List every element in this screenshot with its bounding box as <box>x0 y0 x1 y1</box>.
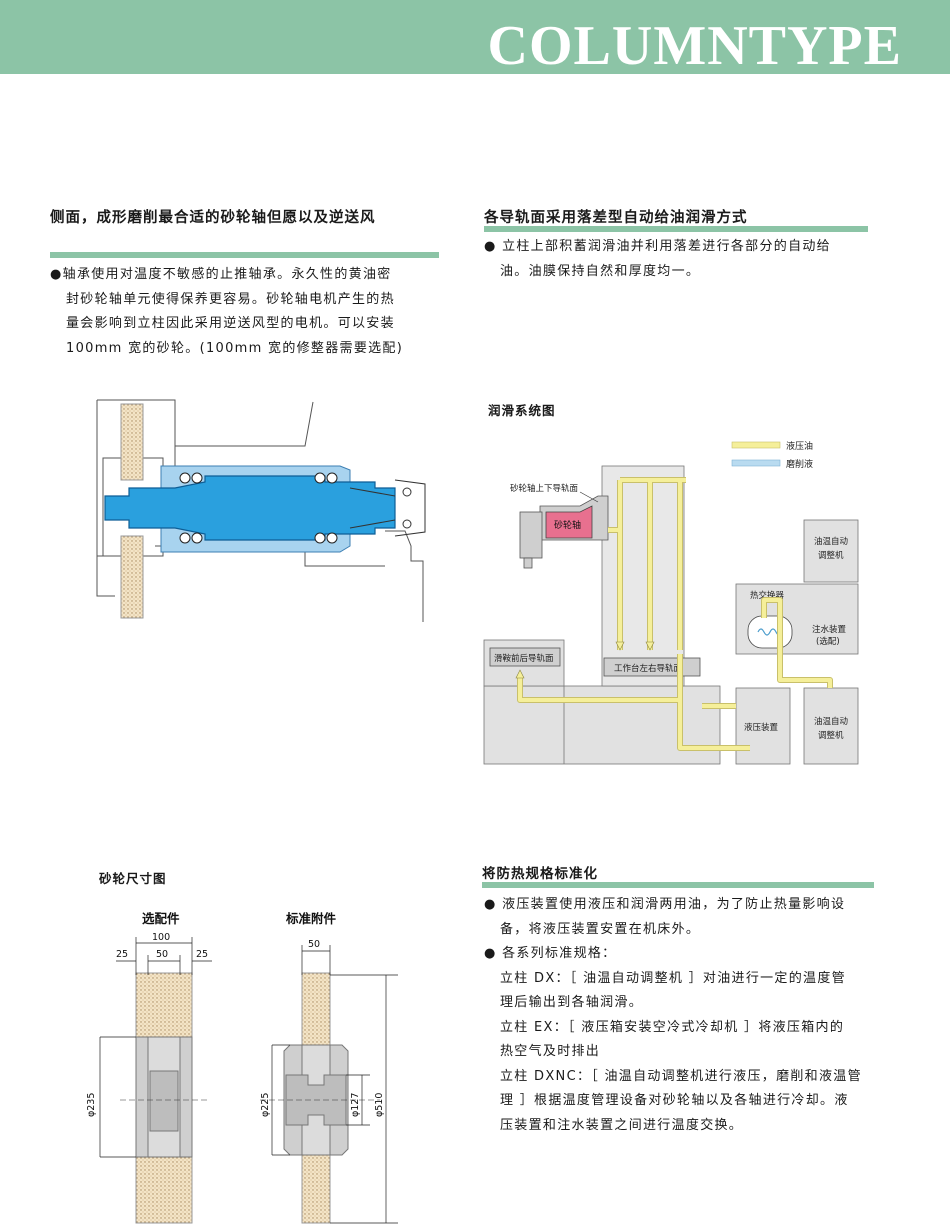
legend-hydraulic-label: 液压油 <box>786 440 813 452</box>
heat-line-4: 立柱 DX：［ 油温自动调整机 ］对油进行一定的温度管 <box>500 970 846 986</box>
heat-line-10: 压装置和注水装置之间进行温度交换。 <box>500 1117 744 1133</box>
header-banner: COLUMNTYPE <box>0 0 950 74</box>
dim-phi127: φ127 <box>350 1093 361 1117</box>
spindle-line-2: 封砂轮轴单元使得保养更容易。砂轮轴电机产生的热 <box>66 291 395 307</box>
lubrication-description: ● 立柱上部积蓄润滑油并利用落差进行各部分的自动给 油。油膜保持自然和厚度均一。 <box>484 235 884 284</box>
heat-description: ● 液压装置使用液压和润滑两用油，为了防止热量影响设备，将液压装置安置在机床外。… <box>484 893 884 1138</box>
dim-phi235: φ235 <box>86 1093 97 1117</box>
lubrication-heading-rule <box>484 226 868 232</box>
spindle-cross-section-drawing <box>96 399 426 622</box>
heat-line-2: 备，将液压装置安置在机床外。 <box>500 921 701 937</box>
dim-50-std: 50 <box>308 939 320 950</box>
heat-line-1: ● 液压装置使用液压和润滑两用油，为了防止热量影响设 <box>484 897 846 912</box>
dim-phi225: φ225 <box>260 1093 271 1117</box>
lubrication-line-2: 油。油膜保持自然和厚度均一。 <box>500 263 701 279</box>
lubrication-system-diagram: 液压油 磨削液 砂轮轴 砂轮轴上下导轨面 油温自动 调整机 热交换器 注水装置 … <box>483 440 859 765</box>
water-unit-label-2: (选配) <box>816 636 840 647</box>
heat-heading-rule <box>482 882 874 888</box>
spindle-heading-rule <box>50 252 439 258</box>
hydraulic-unit-label: 液压装置 <box>744 722 779 733</box>
dim-25-left: 25 <box>116 949 128 960</box>
heat-line-8: 立柱 DXNC：［ 油温自动调整机进行液压，磨削和液温管 <box>500 1068 862 1084</box>
spindle-line-4: 100mm 宽的砂轮。(100mm 宽的修整器需要选配) <box>66 340 404 356</box>
water-unit-label-1: 注水装置 <box>812 624 847 635</box>
oil-temp-bottom-label-1: 油温自动 <box>814 716 849 727</box>
dim-100: 100 <box>152 932 170 943</box>
wheel-diagram-title: 砂轮尺寸图 <box>99 871 167 886</box>
oil-temp-top-label-2: 调整机 <box>818 550 844 561</box>
legend-hydraulic-swatch <box>731 441 781 449</box>
lubrication-heading: 各导轨面采用落差型自动给油润滑方式 <box>484 210 748 226</box>
dim-50-left: 50 <box>156 949 168 960</box>
heat-line-6: 立柱 EX：［ 液压箱安装空冷式冷却机 ］将液压箱内的 <box>500 1019 845 1035</box>
lube-diagram-title: 润滑系统图 <box>488 403 556 418</box>
banner-title: COLUMNTYPE <box>487 15 902 77</box>
wheel-lower <box>120 535 144 619</box>
standard-part-label: 标准附件 <box>285 911 337 926</box>
spindle-block <box>545 505 593 539</box>
heat-line-5: 理后输出到各轴润滑。 <box>500 995 644 1010</box>
spindle-heading: 侧面，成形磨削最合适的砂轮轴但愿以及逆送风 <box>50 210 376 226</box>
heat-heading: 将防热规格标准化 <box>482 866 598 882</box>
heat-line-7: 热空气及时排出 <box>500 1044 601 1059</box>
spindle-line-1: ●轴承使用对温度不敏感的止推轴承。永久性的黄油密 <box>50 267 392 282</box>
spindle-description: ●轴承使用对温度不敏感的止推轴承。永久性的黄油密 封砂轮轴单元使得保养更容易。砂… <box>50 263 440 361</box>
spindle-guide-label: 砂轮轴上下导轨面 <box>510 483 579 494</box>
lubrication-line-1: ● 立柱上部积蓄润滑油并利用落差进行各部分的自动给 <box>484 239 831 254</box>
legend-coolant-label: 磨削液 <box>786 458 813 470</box>
saddle-guide-label: 滑鞍前后导轨面 <box>494 653 554 664</box>
heat-line-9: 理 ］根据温度管理设备对砂轮轴以及各轴进行冷却。液 <box>500 1093 849 1108</box>
dim-phi510: φ510 <box>374 1093 385 1117</box>
spindle-line-3: 量会影响到立柱因此采用逆送风型的电机。可以安装 <box>66 316 395 331</box>
oil-temp-bottom-label-2: 调整机 <box>818 730 844 741</box>
oil-temp-top-label-1: 油温自动 <box>814 536 849 547</box>
dim-25-right: 25 <box>196 949 208 960</box>
spindle-label: 砂轮轴 <box>554 519 581 531</box>
table-guide-label: 工作台左右导轨面 <box>614 663 683 674</box>
wheel-dimension-diagram: 选配件 标准附件 100 25 50 25 φ235 50 φ225 φ127 … <box>86 911 398 1224</box>
heat-exchanger-label: 热交换器 <box>750 590 785 601</box>
wheel-upper <box>120 403 144 481</box>
optional-part-label: 选配件 <box>142 911 180 926</box>
legend-coolant-swatch <box>731 459 781 467</box>
heat-line-3: ● 各系列标准规格： <box>484 946 617 961</box>
